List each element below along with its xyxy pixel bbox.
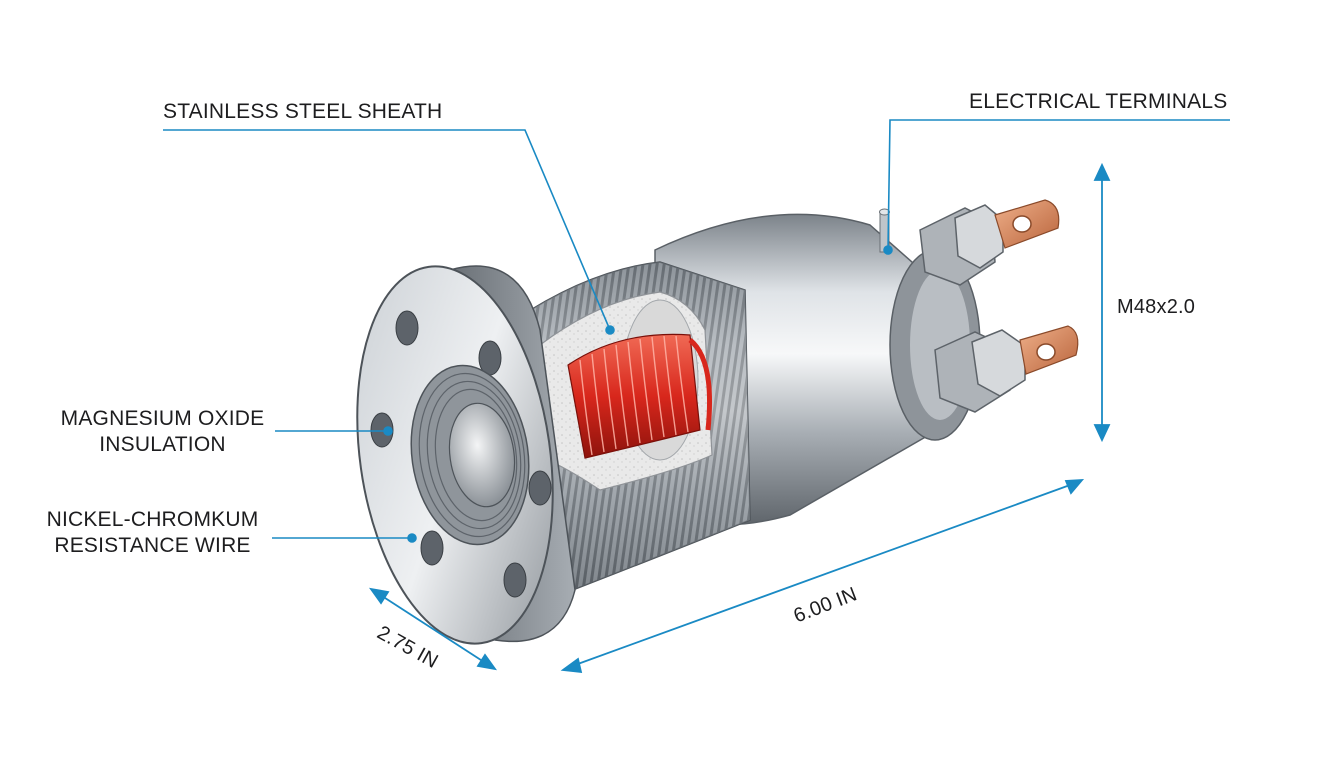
length-dimension-line — [574, 484, 1071, 666]
insulation-label: MAGNESIUM OXIDE INSULATION — [40, 406, 285, 458]
arrow-upleft-icon — [368, 587, 390, 605]
arrow-downright-icon — [476, 653, 498, 671]
arrow-down-icon — [1093, 424, 1111, 443]
sheath-leader — [163, 129, 611, 331]
terminals-label: ELECTRICAL TERMINALS — [969, 90, 1228, 113]
dimension-arrows — [368, 162, 1111, 674]
wire-label: NICKEL-CHROMKUM RESISTANCE WIRE — [30, 507, 275, 559]
electrical-terminals — [879, 199, 1079, 413]
arrow-left-icon — [560, 657, 583, 674]
flange-dimension-line — [381, 595, 485, 663]
arrow-up-icon — [1093, 162, 1111, 181]
arrow-right-icon — [1064, 478, 1085, 495]
wire-label-line1: NICKEL-CHROMKUM — [46, 508, 259, 531]
wire-label-line2: RESISTANCE WIRE — [54, 534, 251, 557]
thread-size-label: M48x2.0 — [1117, 296, 1196, 318]
mounting-flange — [356, 265, 576, 645]
insulation-label-line2: INSULATION — [99, 433, 226, 456]
insulation-label-line1: MAGNESIUM OXIDE — [60, 407, 265, 430]
sheath-label: STAINLESS STEEL SHEATH — [163, 100, 443, 123]
terminals-leader — [887, 119, 1230, 251]
resistance-coil — [567, 333, 713, 459]
leader-lines — [163, 119, 1230, 543]
